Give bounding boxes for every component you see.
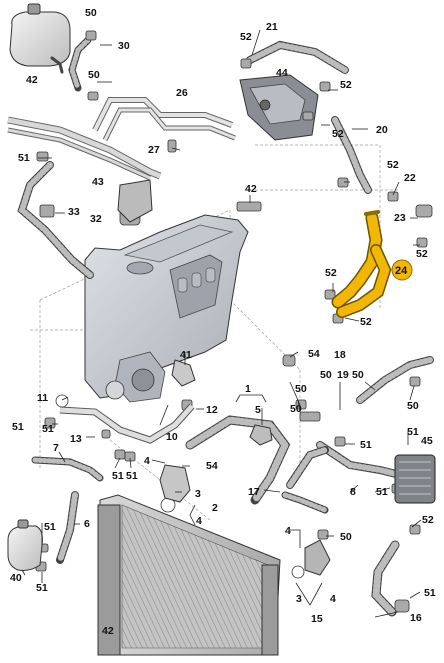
label-50: 50 — [352, 369, 364, 381]
label-54: 54 — [206, 460, 218, 472]
label-51: 51 — [376, 486, 388, 498]
coolant-pipe-10 — [59, 403, 195, 444]
label-42: 42 — [26, 74, 38, 86]
label-51: 51 — [112, 470, 124, 482]
coolant-pipes — [7, 97, 236, 181]
label-42: 42 — [245, 183, 257, 195]
label-50: 50 — [290, 403, 302, 415]
label-4: 4 — [144, 455, 150, 467]
label-51: 51 — [407, 426, 419, 438]
highlighted-hose-24 — [331, 210, 413, 318]
label-52: 52 — [325, 267, 337, 279]
leader-lines — [21, 29, 422, 618]
label-41: 41 — [180, 349, 192, 361]
label-40: 40 — [10, 572, 22, 584]
label-50: 50 — [85, 7, 97, 19]
label-3: 3 — [296, 593, 302, 605]
label-43: 43 — [92, 176, 104, 188]
label-4: 4 — [285, 525, 291, 537]
label-52: 52 — [340, 79, 352, 91]
label-8: 8 — [350, 486, 356, 498]
label-52: 52 — [360, 316, 372, 328]
label-45: 45 — [421, 435, 433, 447]
label-51: 51 — [360, 439, 372, 451]
label-5: 5 — [255, 404, 261, 416]
label-52: 52 — [240, 31, 252, 43]
label-4: 4 — [196, 515, 202, 527]
label-51: 51 — [126, 470, 138, 482]
part-labels: 50 30 50 42 21 52 44 52 26 52 20 51 27 4… — [10, 7, 436, 637]
label-51: 51 — [424, 587, 436, 599]
label-51: 51 — [44, 521, 56, 533]
label-51: 51 — [18, 152, 30, 164]
label-52: 52 — [422, 514, 434, 526]
label-21: 21 — [266, 21, 278, 33]
water-pump-parts — [117, 179, 331, 576]
label-23: 23 — [394, 212, 406, 224]
label-13: 13 — [70, 433, 82, 445]
label-30: 30 — [118, 40, 130, 52]
label-3: 3 — [195, 488, 201, 500]
label-50: 50 — [295, 383, 307, 395]
label-22: 22 — [404, 172, 416, 184]
label-52: 52 — [416, 248, 428, 260]
label-6: 6 — [84, 518, 90, 530]
label-44: 44 — [276, 67, 288, 79]
label-16: 16 — [410, 612, 422, 624]
label-52: 52 — [387, 159, 399, 171]
thermostat-housing — [239, 74, 319, 141]
label-52: 52 — [332, 128, 344, 140]
label-12: 12 — [206, 404, 218, 416]
oil-cooler — [394, 454, 436, 504]
label-18: 18 — [334, 349, 346, 361]
label-51: 51 — [36, 582, 48, 594]
reservoir-40 — [7, 519, 43, 571]
label-19: 19 — [337, 369, 349, 381]
label-51: 51 — [12, 421, 24, 433]
label-4: 4 — [330, 593, 336, 605]
label-11: 11 — [37, 392, 48, 404]
label-50: 50 — [88, 69, 100, 81]
fittings — [35, 30, 433, 613]
label-32: 32 — [90, 213, 102, 225]
label-7: 7 — [53, 442, 59, 454]
label-51: 51 — [42, 423, 54, 435]
label-2: 2 — [212, 502, 218, 514]
label-50: 50 — [340, 531, 352, 543]
label-26: 26 — [176, 87, 188, 99]
label-1: 1 — [245, 383, 251, 395]
label-20: 20 — [376, 124, 388, 136]
expansion-tank — [9, 3, 71, 74]
hoses — [17, 36, 434, 617]
label-15: 15 — [311, 613, 323, 625]
engine-block — [84, 214, 249, 403]
label-50: 50 — [320, 369, 332, 381]
label-27: 27 — [148, 144, 160, 156]
radiator — [97, 494, 281, 656]
label-17: 17 — [248, 486, 260, 498]
label-50: 50 — [407, 400, 419, 412]
label-54: 54 — [308, 348, 320, 360]
label-33: 33 — [68, 206, 80, 218]
label-42: 42 — [102, 625, 114, 637]
label-24-highlight: 24 — [395, 265, 408, 277]
label-10: 10 — [166, 431, 178, 443]
